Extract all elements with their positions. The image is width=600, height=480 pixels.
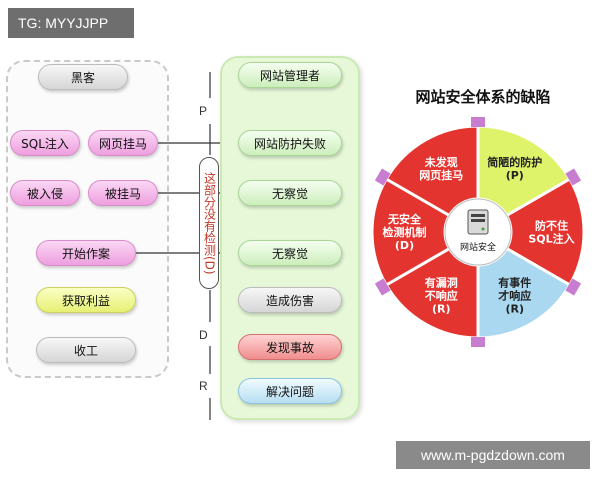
hacker-pill: 黑客 [38,64,128,90]
unaware-pill-2: 无察觉 [238,240,342,266]
wheel-segment-label: 有事件才响应(R) [498,276,531,316]
damage-pill: 造成伤害 [238,287,342,313]
defense-fail-pill: 网站防护失败 [238,130,342,156]
attacker-panel [6,60,169,378]
watermark: www.m-pgdzdown.com [396,441,590,469]
server-icon [467,209,489,235]
wheel-pointer-tab [565,168,582,186]
wheel-pointer-tab [471,117,485,127]
wheel-segment-label: 简陋的防护(P) [487,155,542,182]
incident-found-pill: 发现事故 [238,334,342,360]
gain-profit-pill: 获取利益 [36,287,136,313]
wheel-pointer-tab [374,278,391,296]
unaware-pill-1: 无察觉 [238,180,342,206]
phase-d-label: D [199,328,208,342]
wheel-center-label: 网站安全 [460,241,496,253]
wheel-segment-label: 无安全检测机制(D) [383,212,427,252]
web-trojan-pill: 网页挂马 [88,130,158,156]
trojaned-pill: 被挂马 [88,180,158,206]
wheel-pointer-tab [471,337,485,347]
phase-r-label: R [199,379,208,393]
phase-p-label: P [199,104,208,118]
wheel-title: 网站安全体系的缺陷 [415,88,551,106]
wheel-pointer-tab [374,168,391,186]
intruded-pill: 被入侵 [10,180,80,206]
wheel-pointer-tab [565,278,582,296]
finish-pill: 收工 [36,337,136,363]
admin-panel [220,56,360,420]
no-detection-note: 这部分没有检测(D) [199,157,219,289]
wheel-segment-label: 未发现网页挂马 [419,155,463,182]
start-crime-pill: 开始作案 [36,240,136,266]
resolve-pill: 解决问题 [238,378,342,404]
admin-pill: 网站管理者 [238,62,342,88]
wheel-segment-label: 有漏洞不响应(R) [425,276,458,316]
source-tag: TG: MYYJJPP [8,8,134,38]
sql-injection-pill: SQL注入 [10,130,80,156]
